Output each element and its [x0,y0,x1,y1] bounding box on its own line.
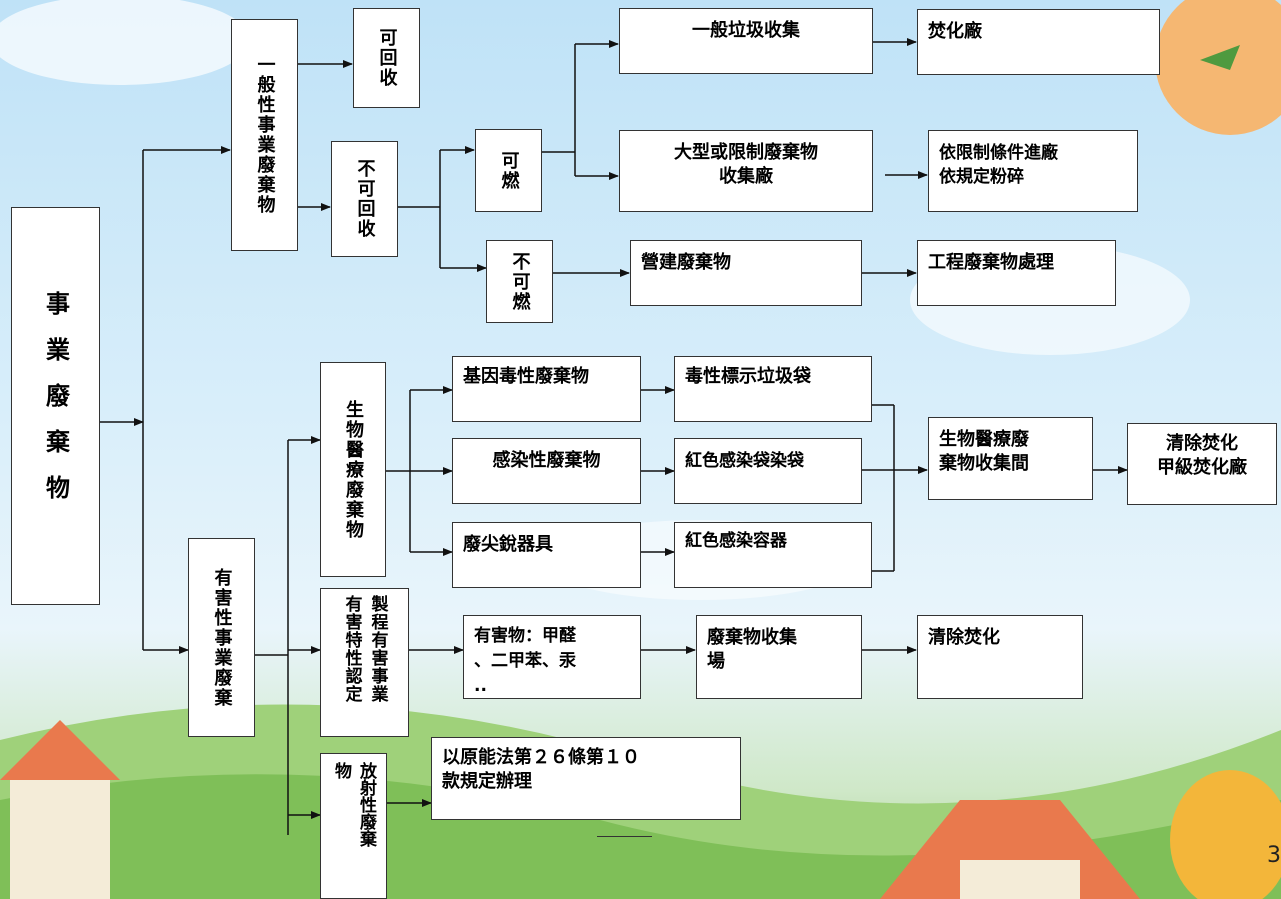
node-atomic-energy-law: 以原能法第２６條第１０ 款規定辦理 [431,737,741,820]
node-red-bag: 紅色感染袋染袋 [674,438,862,504]
node-hazardous-waste: 有害性事業廢棄 [188,538,255,737]
node-hazardous-substances: 有害物：甲醛 、二甲苯、汞 .. [463,615,641,699]
node-toxic-bag: 毒性標示垃圾袋 [674,356,872,422]
node-bulky-waste: 大型或限制廢棄物 收集廠 [619,130,873,212]
node-waste-collection-site: 廢棄物收集 場 [696,615,862,699]
node-combustible: 可燃 [475,129,542,212]
node-recyclable: 可回收 [353,8,420,108]
node-grade-a-incinerator: 清除焚化 甲級焚化廠 [1127,423,1277,505]
node-clear-incinerate: 清除焚化 [917,615,1083,699]
divider-line [597,836,652,837]
node-biomedical: 生物醫療廢棄物 [320,362,386,577]
node-construction-waste: 營建廢棄物 [630,240,862,306]
node-engineering-treatment: 工程廢棄物處理 [917,240,1116,306]
node-general-waste: 一般性事業廢棄物 [231,19,298,251]
node-sharps: 廢尖銳器具 [452,522,641,588]
node-general-collection: 一般垃圾收集 [619,8,873,74]
node-root: 事業廢棄物 [11,207,100,605]
node-nonrecyclable: 不可回收 [331,141,398,257]
node-infectious: 感染性廢棄物 [452,438,641,504]
page-number: 3 [1267,843,1281,868]
node-noncombustible: 不可燃 [486,240,553,323]
node-radioactive: 放射性廢棄 物 [320,753,387,899]
node-process-hazard: 製程有害事業 有害特性認定 [320,588,409,737]
node-red-container: 紅色感染容器 [674,522,872,588]
node-restricted-process: 依限制條件進廠 依規定粉碎 [928,130,1138,212]
node-genetic-toxic: 基因毒性廢棄物 [452,356,641,422]
node-incinerator: 焚化廠 [917,9,1160,75]
node-biomed-collection-room: 生物醫療廢 棄物收集間 [928,417,1093,500]
